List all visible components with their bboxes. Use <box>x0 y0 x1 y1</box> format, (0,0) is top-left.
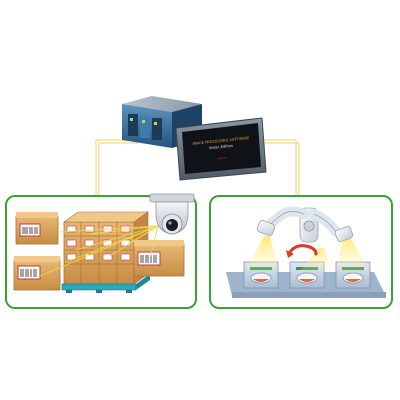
rotation-arrow-icon <box>286 244 318 258</box>
box-lower-left <box>13 256 61 291</box>
industrial-pc-icon <box>122 96 202 148</box>
box-right <box>133 240 185 277</box>
hmi-brand: Canon <box>217 156 227 161</box>
hmi-title: IMAGE PROCESSING SOFTWARE <box>192 136 250 146</box>
box-upper-left <box>15 212 59 245</box>
robot-arm-icon <box>256 206 354 243</box>
hmi-subtitle: Vision Edition <box>209 144 234 151</box>
ptz-camera-icon <box>149 193 195 235</box>
robot-scene <box>226 206 386 298</box>
warehouse-scene <box>13 193 195 293</box>
scan-lines <box>39 225 159 277</box>
inspection-beams <box>246 236 368 272</box>
touch-panel-icon: IMAGE PROCESSING SOFTWARE Vision Edition… <box>175 117 267 181</box>
